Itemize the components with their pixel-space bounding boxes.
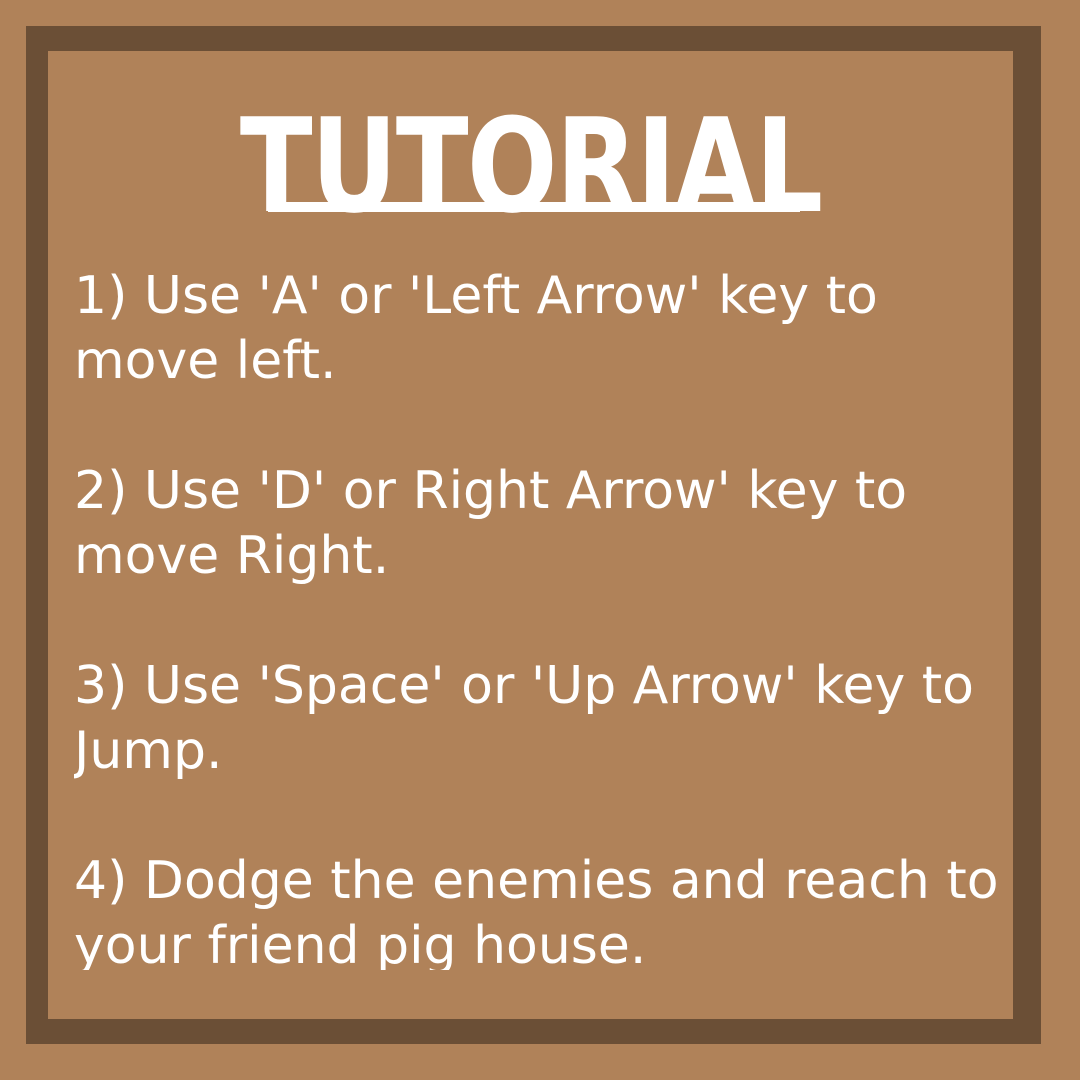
instruction-step-1: 1) Use 'A' or 'Left Arrow' key to move l… [74,266,878,391]
instruction-step-2: 2) Use 'D' or Right Arrow' key to move R… [74,461,908,586]
instruction-step-4: 4) Dodge the enemies and reach to your f… [74,851,999,970]
instruction-step-3: 3) Use 'Space' or 'Up Arrow' key to Jump… [74,656,974,781]
tutorial-instructions: 1) Use 'A' or 'Left Arrow' key to move l… [74,264,1004,970]
tutorial-panel: TUTORIAL 1) Use 'A' or 'Left Arrow' key … [48,51,1013,1019]
title-underline [268,202,800,212]
